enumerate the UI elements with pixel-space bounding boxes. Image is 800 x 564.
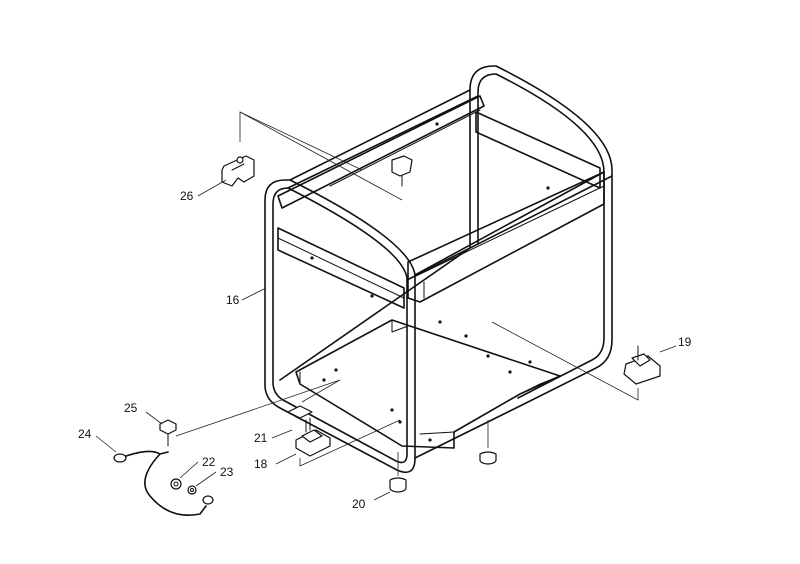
part-24-ground-cable bbox=[113, 450, 214, 516]
callout-24: 24 bbox=[78, 427, 92, 441]
frame-front-tube-inner bbox=[272, 187, 408, 464]
frame-bottom-rail-right bbox=[414, 405, 521, 459]
frame-back-tube-outer bbox=[469, 65, 613, 407]
frame-front-tube-outer bbox=[264, 179, 416, 474]
callout-25: 25 bbox=[124, 401, 138, 415]
callout-20: 20 bbox=[352, 497, 366, 511]
part-21-washer bbox=[287, 405, 313, 419]
frame-bottom-rail-left bbox=[279, 247, 471, 381]
part-22-nut bbox=[170, 478, 182, 490]
front-cross-channel bbox=[277, 227, 405, 309]
rear-cross-bar bbox=[475, 111, 601, 189]
right-side-channel bbox=[407, 171, 605, 303]
callout-19: 19 bbox=[678, 335, 692, 349]
callout-16: 16 bbox=[226, 293, 240, 307]
callout-18: 18 bbox=[254, 457, 268, 471]
frame-assembly bbox=[264, 65, 613, 474]
frame-top-rail-right-inner bbox=[406, 175, 613, 281]
part-20-grommet bbox=[389, 477, 407, 493]
frame-top-rail-right bbox=[414, 171, 605, 276]
callout-26: 26 bbox=[180, 189, 194, 203]
callout-21: 21 bbox=[254, 431, 268, 445]
frame-top-rail-left bbox=[289, 89, 471, 181]
rear-top-channel bbox=[277, 95, 485, 209]
part-26-bracket bbox=[221, 155, 255, 187]
callout-22: 22 bbox=[202, 455, 216, 469]
part-25-bolt bbox=[159, 419, 177, 447]
frame-top-rail-left-inner bbox=[287, 95, 479, 189]
part-19-mount bbox=[623, 345, 661, 385]
frame-mount-bracket bbox=[391, 155, 413, 187]
part-18-mount bbox=[295, 417, 331, 457]
frame-back-tube-inner bbox=[477, 73, 605, 399]
part-23-washer bbox=[187, 485, 197, 495]
frame-grommet bbox=[479, 451, 497, 465]
callout-23: 23 bbox=[220, 465, 234, 479]
